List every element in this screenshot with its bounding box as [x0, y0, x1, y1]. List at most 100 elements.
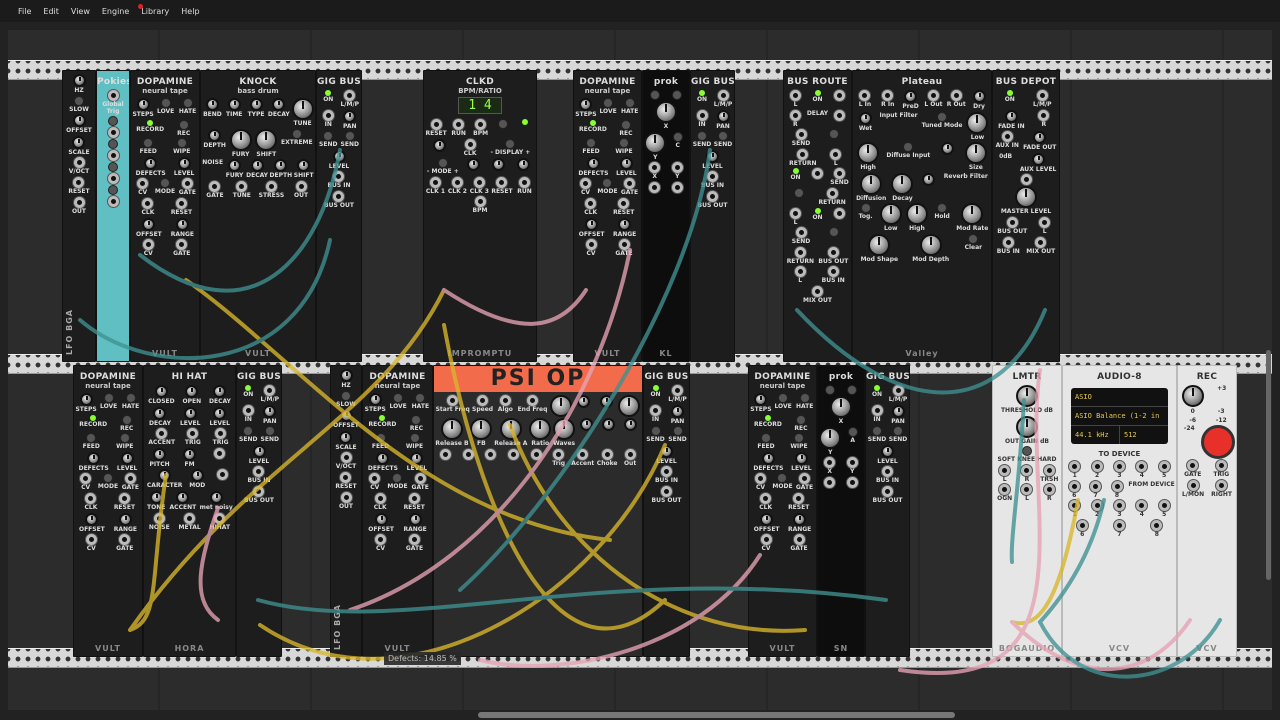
fm-knob[interactable]: [183, 447, 197, 461]
bus-out-jack[interactable]: [881, 485, 893, 497]
fade-out-knob[interactable]: [1033, 131, 1047, 145]
cv-jack[interactable]: [142, 239, 154, 251]
audio-device[interactable]: ASIO Balance (1-2 in: [1071, 407, 1168, 426]
cv-jack[interactable]: [585, 239, 597, 251]
mod-depth-knob[interactable]: [919, 233, 942, 256]
return-jack[interactable]: [826, 187, 838, 199]
level-knob[interactable]: [619, 156, 633, 170]
jack-jack[interactable]: [812, 168, 823, 180]
r-out-jack[interactable]: [950, 90, 962, 101]
return-jack[interactable]: [794, 246, 806, 258]
menu-library[interactable]: Library: [138, 3, 169, 16]
5-jack[interactable]: [1158, 500, 1170, 512]
r-jack[interactable]: [1043, 484, 1055, 496]
jack-jack[interactable]: [671, 181, 683, 193]
release-a-knob[interactable]: [499, 418, 522, 440]
ogn-jack[interactable]: [999, 484, 1011, 496]
slow-button[interactable]: [341, 390, 351, 401]
8-jack[interactable]: [1111, 480, 1123, 492]
jack-jack[interactable]: [1020, 174, 1032, 186]
jack-jack[interactable]: [508, 448, 520, 460]
x-jack[interactable]: [649, 162, 661, 174]
l-m-p-jack[interactable]: [344, 90, 356, 101]
l-jack[interactable]: [830, 148, 842, 160]
tone-knob[interactable]: [149, 490, 163, 504]
level-knob[interactable]: [120, 451, 134, 465]
jack-jack[interactable]: [462, 448, 474, 460]
jack-jack[interactable]: [107, 127, 119, 139]
reset-jack[interactable]: [118, 492, 130, 504]
r-in-jack[interactable]: [882, 90, 894, 101]
run-jack[interactable]: [519, 176, 531, 188]
mode-button[interactable]: [160, 178, 170, 189]
horizontal-scrollbar[interactable]: [478, 712, 955, 718]
send-button[interactable]: [264, 426, 275, 437]
depth-knob[interactable]: [208, 128, 222, 142]
end-freq-jack[interactable]: [526, 395, 538, 406]
clk-jack[interactable]: [760, 492, 772, 504]
bus-in-jack[interactable]: [333, 171, 345, 183]
ratio-knob[interactable]: [529, 418, 552, 440]
rec-button[interactable]: [178, 119, 189, 130]
cv-jack[interactable]: [369, 473, 381, 485]
decay-knob[interactable]: [250, 159, 264, 173]
x-knob[interactable]: [655, 101, 677, 123]
defects-knob[interactable]: [144, 156, 158, 170]
y-knob[interactable]: [819, 426, 842, 449]
menu-engine[interactable]: Engine: [101, 6, 130, 16]
pred-knob[interactable]: [904, 90, 918, 103]
bus-out-jack[interactable]: [827, 246, 839, 258]
c-button[interactable]: [672, 131, 683, 142]
trig-jack[interactable]: [215, 428, 227, 440]
bus-out-jack[interactable]: [706, 190, 718, 202]
cv-jack[interactable]: [579, 178, 591, 190]
bus-in-jack[interactable]: [827, 266, 839, 278]
steps-knob[interactable]: [136, 98, 150, 111]
metal-jack[interactable]: [184, 512, 196, 524]
knob-knob[interactable]: [491, 158, 505, 172]
level-knob[interactable]: [706, 149, 719, 163]
jack-jack[interactable]: [824, 476, 836, 488]
extreme-button[interactable]: [291, 128, 302, 139]
depth-knob[interactable]: [274, 159, 288, 173]
tune-knob[interactable]: [291, 98, 314, 120]
love-button[interactable]: [393, 393, 404, 403]
pan-knob[interactable]: [671, 404, 684, 418]
gate-jack[interactable]: [119, 534, 131, 546]
send-button[interactable]: [323, 131, 334, 142]
offset-knob[interactable]: [760, 512, 774, 526]
gate-jack[interactable]: [209, 180, 221, 192]
mod-knob[interactable]: [190, 469, 204, 483]
size-knob[interactable]: [964, 142, 987, 165]
mod-shape-knob[interactable]: [868, 233, 891, 256]
7-jack[interactable]: [1090, 480, 1102, 492]
gate-jack[interactable]: [793, 534, 805, 546]
wipe-button[interactable]: [176, 138, 187, 149]
hate-button[interactable]: [182, 98, 193, 108]
l-jack[interactable]: [999, 464, 1011, 476]
level-knob[interactable]: [177, 156, 191, 170]
clk-jack[interactable]: [142, 197, 154, 209]
gate-jack[interactable]: [1187, 460, 1199, 472]
clk-1-jack[interactable]: [429, 176, 441, 188]
send-button[interactable]: [872, 426, 882, 437]
master-level-knob[interactable]: [1014, 186, 1037, 209]
range-knob[interactable]: [408, 512, 422, 526]
range-knob[interactable]: [618, 217, 632, 231]
jack-jack[interactable]: [107, 150, 119, 162]
level-knob[interactable]: [660, 444, 673, 458]
out-gain-db-knob[interactable]: [1016, 415, 1038, 438]
clk-jack[interactable]: [374, 492, 386, 504]
offset-knob[interactable]: [585, 217, 599, 231]
rec-button[interactable]: [411, 414, 422, 425]
wipe-button[interactable]: [794, 433, 804, 444]
in-jack[interactable]: [650, 404, 661, 416]
y-jack[interactable]: [671, 162, 683, 174]
gate-jack[interactable]: [181, 178, 193, 190]
knob-knob[interactable]: [599, 395, 613, 408]
r-jack[interactable]: [1038, 109, 1050, 121]
